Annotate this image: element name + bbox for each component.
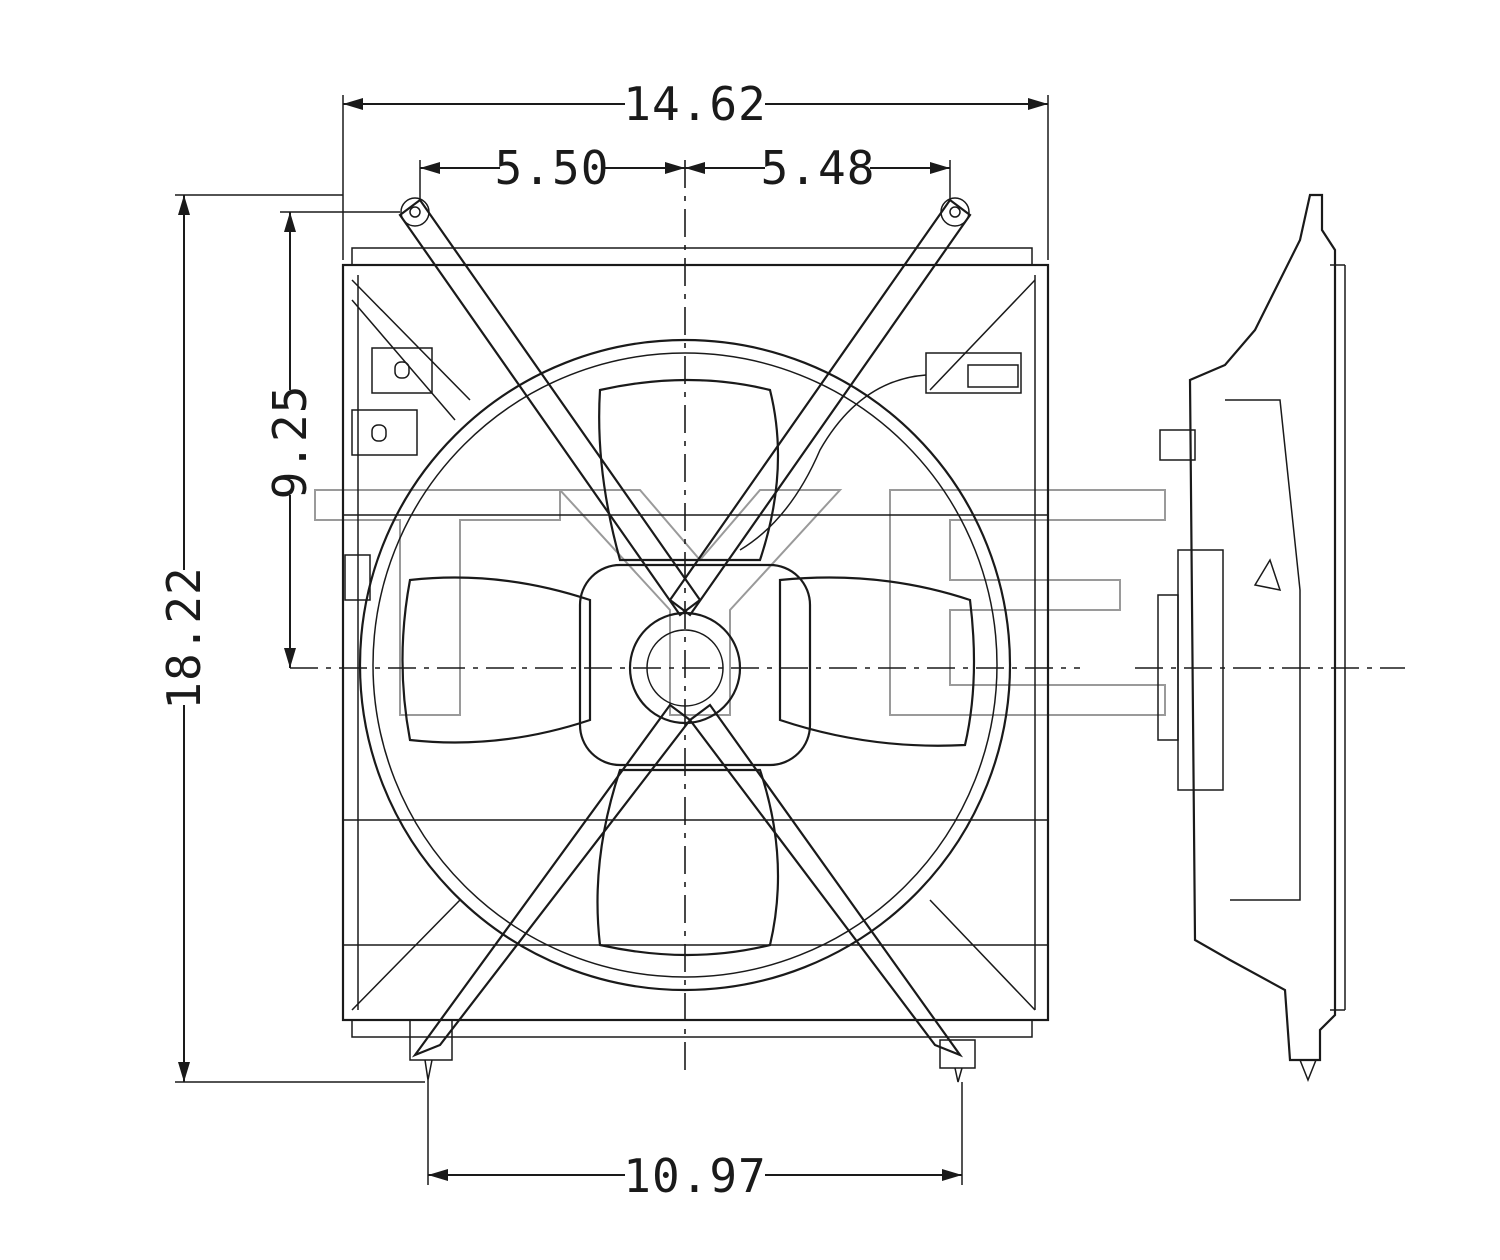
watermark-logo: [314, 489, 1166, 716]
dim-upper-mount-height: 9.25: [263, 385, 317, 500]
dim-left-mount-offset: 5.50: [495, 141, 610, 195]
dim-bottom-mount-spacing: 10.97: [623, 1149, 766, 1203]
front-view: [290, 160, 1080, 1083]
dim-overall-height: 18.22: [157, 566, 211, 709]
dim-right-mount-offset: 5.48: [761, 141, 876, 195]
side-view: [1135, 193, 1405, 1083]
dimension-lines: [175, 95, 1049, 1185]
dim-overall-width: 14.62: [623, 77, 766, 131]
